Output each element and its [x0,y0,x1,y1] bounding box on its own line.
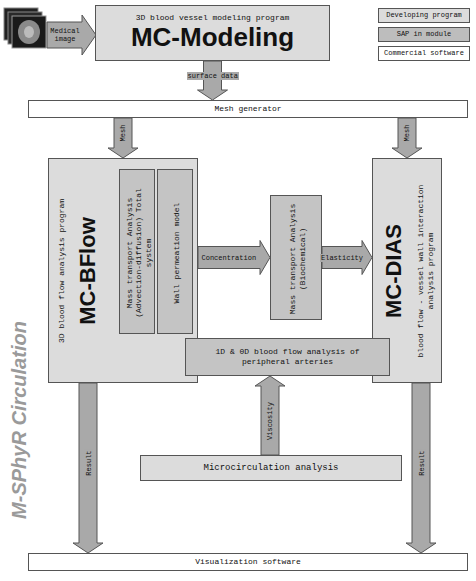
arrow-label: surface data [187,72,239,80]
input-arrow [47,15,96,55]
box-text: Wall permeation model [160,174,192,331]
box-text: blood flow - vessel wall interaction ana… [413,171,439,371]
program-box: 3D blood flow analysis programMC-BFlow Ma… [48,158,198,383]
arrow-label: Elasticity [320,254,364,262]
block-arrow [108,118,138,158]
block-arrow [198,241,270,275]
arrow-label: Result [417,449,425,476]
legend-swatch: Developing program [378,8,470,23]
module-box: 1D & 0D blood flow analysis of periphera… [185,338,390,376]
box-text: 3D blood vessel modeling program [136,13,290,23]
scan-shape [18,20,40,44]
program-box: 3D blood vessel modeling programMC-Model… [95,5,330,61]
box-text: Visualization software [195,557,301,567]
box-text: Mass transport Analysis (Biochemical) [273,200,321,317]
box-text: Microcirculation analysis [203,463,338,474]
software-bar: Mesh generator [28,100,468,118]
arrow-label: Result [84,449,92,476]
arrow-label: Mesh [403,124,411,143]
box-text: 3D blood flow analysis program [55,171,69,371]
arrow-label: Medical image [47,24,83,46]
system-name: M-SPhyR Circulation [4,300,34,540]
box-text: 1D & 0D blood flow analysis of periphera… [190,347,385,366]
arrow-label: Mesh [119,124,127,143]
module-box: Microcirculation analysis [140,455,402,481]
software-bar: Visualization software [28,553,468,571]
legend-text: Developing program [386,12,462,20]
block-arrow [392,118,422,158]
scan-shape [24,26,34,38]
box-text: Mass transport Analysis (Advection-diffu… [122,174,154,331]
box-text: Mesh generator [214,104,281,114]
block-arrow [198,61,228,100]
block-arrow [255,376,285,455]
arrow-label: Concentration [201,254,258,262]
module-box: Mass transport Analysis (Biochemical) [270,195,322,320]
block-arrow [406,383,436,553]
legend-text: Commercial software [384,50,464,58]
block-arrow [73,383,103,553]
program-name: MC-Modeling [131,22,294,53]
program-name: MC-BFlow [71,171,105,371]
module-box: Wall permeation model [157,169,193,334]
legend-swatch: Commercial software [378,46,470,61]
module-box: Mass transport Analysis (Advection-diffu… [119,169,155,334]
medical-image [12,16,46,48]
legend-text: SAP in module [397,31,452,39]
arrow-label: Viscosity [266,401,274,441]
legend-swatch: SAP in module [378,27,470,42]
